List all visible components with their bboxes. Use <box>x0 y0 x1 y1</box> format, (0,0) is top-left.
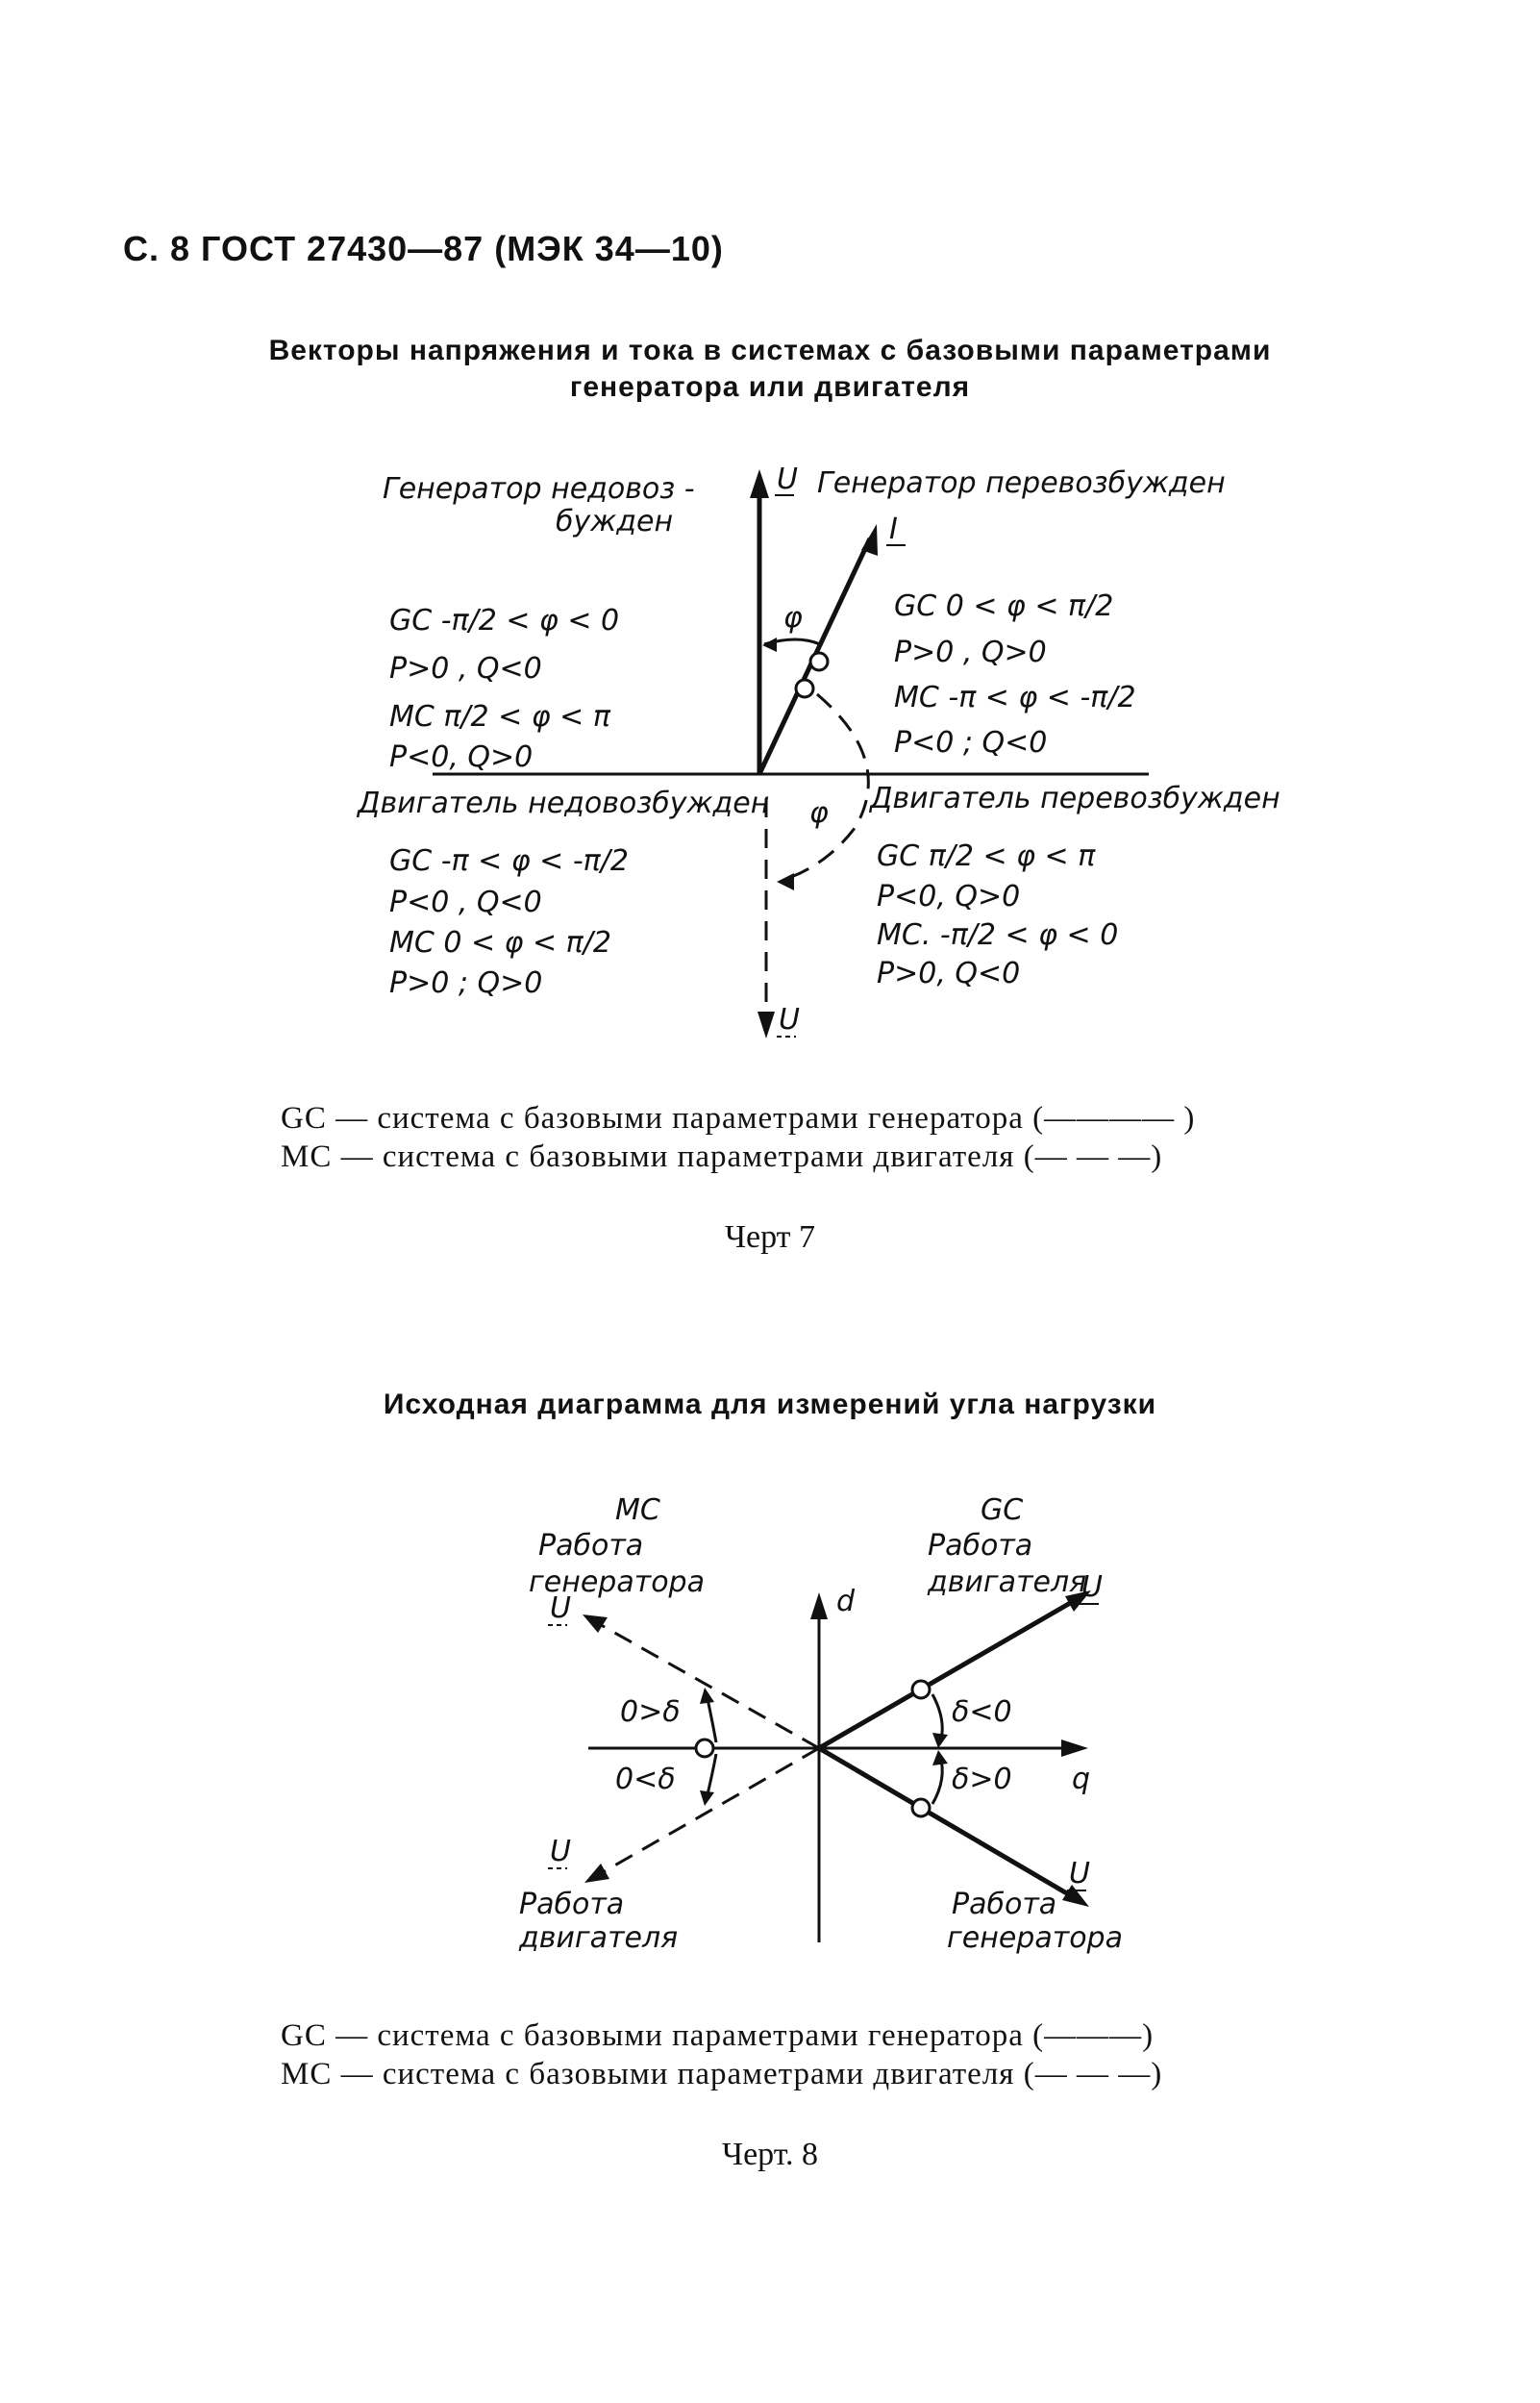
fig7-q1-line-1: GC 0 < φ < π/2 <box>894 589 1113 623</box>
fig8-label-bl-work-2: двигателя <box>518 1921 678 1955</box>
fig7-q2-line-2: P>0 , Q<0 <box>389 652 542 686</box>
fig8-label-br-work-1: Работа <box>952 1888 1056 1921</box>
fig8-label-br-work-2: генератора <box>947 1921 1123 1955</box>
fig8-label-gc-work-1: Работа <box>928 1529 1032 1563</box>
fig7-q3-title: Двигатель недовозбужден <box>356 787 769 820</box>
fig8-mc-u-upper-arrowhead <box>583 1615 608 1633</box>
fig7-label-current-i: I <box>889 513 898 546</box>
fig7-title-line2: генератора или двигателя <box>569 371 971 403</box>
fig7-q2-title-1: Генератор недовоз - <box>383 472 695 506</box>
fig8-mc-u-lower-arrowhead <box>584 1864 609 1883</box>
fig7-u-down-arrowhead <box>758 1012 775 1039</box>
fig7-q2-line-4: P<0, Q>0 <box>389 740 533 774</box>
fig7-q4-line-3: MC. -π/2 < φ < 0 <box>877 918 1118 952</box>
fig8-label-left-lower: 0<δ <box>615 1763 676 1796</box>
fig8-legend-mc: MC — система с базовыми параметрами двиг… <box>281 2057 1163 2091</box>
fig7-q1-line-4: P<0 ; Q<0 <box>894 726 1047 760</box>
fig7-title: Векторы напряжения и тока в системах с б… <box>0 333 1540 406</box>
fig7-q4-line-1: GC π/2 < φ < π <box>877 839 1096 873</box>
fig7-q1-line-2: P>0 , Q>0 <box>894 636 1047 669</box>
fig8-label-mc-work-2: генератора <box>529 1565 705 1599</box>
fig8-label-u-upper-right: U <box>1081 1570 1103 1604</box>
fig8-load-angle-diagram: d q U U U U δ<0 δ>0 0>δ 0<δ MC Работа ге… <box>518 1493 1123 1955</box>
fig7-q2-title-2: бужден <box>556 505 673 538</box>
fig7-q3-line-4: P>0 ; Q>0 <box>389 966 542 1000</box>
fig7-q3-line-3: MC 0 < φ < π/2 <box>389 926 611 960</box>
fig7-q3-line-2: P<0 , Q<0 <box>389 886 542 919</box>
fig8-mc-u-upper <box>595 1620 820 1750</box>
fig7-u-up-arrowhead <box>750 469 769 498</box>
fig8-gc-u-lower <box>817 1745 1079 1902</box>
page-header: С. 8 ГОСТ 27430—87 (МЭК 34—10) <box>123 229 724 268</box>
fig7-legend-gc: GC — система с базовыми параметрами гене… <box>281 1101 1196 1136</box>
fig8-label-mc-top: MC <box>615 1493 660 1527</box>
fig8-title: Исходная диаграмма для измерений угла на… <box>383 1389 1157 1420</box>
fig7-label-phi-top: φ <box>783 601 803 635</box>
fig8-marker-upper-right <box>910 1679 931 1700</box>
fig8-gc-u-upper <box>817 1595 1080 1751</box>
fig8-legend-gc: GC — система с базовыми параметрами гене… <box>281 2018 1155 2053</box>
fig8-label-mc-work-1: Работа <box>538 1529 643 1563</box>
fig8-label-q: q <box>1072 1763 1090 1796</box>
fig8-gc-u-upper-arrowhead <box>1065 1590 1091 1612</box>
fig8-caption: Черт. 8 <box>721 2137 819 2172</box>
fig8-label-u-upper-left: U <box>550 1591 571 1625</box>
fig7-marker-circle-1 <box>808 651 830 672</box>
fig8-marker-left <box>694 1738 715 1759</box>
fig7-vector-diagram: U U I φ φ Генератор недовоз - бужден Ген… <box>356 463 1280 1039</box>
fig7-label-u-bottom: U <box>779 1003 800 1037</box>
fig7-q1-line-3: MC -π < φ < -π/2 <box>894 681 1136 714</box>
fig7-dashed-angle-arc <box>782 692 870 882</box>
fig7-marker-circle-2 <box>794 678 815 699</box>
fig7-caption: Черт 7 <box>724 1219 816 1255</box>
fig8-label-delta-pos: δ>0 <box>952 1763 1012 1796</box>
fig8-left-arc-lower <box>705 1753 718 1799</box>
fig7-phi-arc-arrowhead <box>762 638 777 652</box>
fig7-current-arrowhead <box>861 524 878 556</box>
fig7-q2-line-3: MC π/2 < φ < π <box>389 700 611 734</box>
fig8-marker-lower-right <box>910 1797 931 1818</box>
fig7-q1-title: Генератор перевозбужден <box>817 466 1226 500</box>
fig7-legend: GC — система с базовыми параметрами гене… <box>281 1099 1195 1176</box>
fig7-label-phi-bottom: φ <box>809 796 829 830</box>
fig8-q-arrowhead <box>1061 1740 1088 1757</box>
fig7-label-u-top: U <box>777 463 798 496</box>
fig8-label-u-lower-right: U <box>1069 1857 1090 1890</box>
fig8-label-gc-work-2: двигателя <box>927 1565 1086 1599</box>
fig7-q3-line-1: GC -π < φ < -π/2 <box>389 844 629 878</box>
fig7-q4-line-2: P<0, Q>0 <box>877 880 1020 914</box>
fig8-d-arrowhead <box>810 1592 828 1619</box>
fig7-q4-line-4: P>0, Q<0 <box>877 957 1020 990</box>
fig7-q2-line-1: GC -π/2 < φ < 0 <box>389 604 619 638</box>
fig8-legend: GC — система с базовыми параметрами гене… <box>281 2016 1162 2093</box>
fig8-label-delta-neg: δ<0 <box>952 1695 1012 1729</box>
fig7-dashed-arc-arrowhead <box>777 873 794 890</box>
fig8-mc-u-lower <box>597 1746 820 1877</box>
fig8-label-bl-work-1: Работа <box>519 1888 624 1921</box>
fig8-label-gc-top: GC <box>981 1493 1023 1527</box>
fig8-label-u-lower-left: U <box>550 1835 571 1868</box>
fig7-title-line1: Векторы напряжения и тока в системах с б… <box>268 335 1272 366</box>
fig7-q4-title: Двигатель перевозбужден <box>868 782 1280 815</box>
fig8-label-d: d <box>836 1585 856 1618</box>
fig8-label-left-upper: 0>δ <box>620 1695 681 1729</box>
fig7-legend-mc: MC — система с базовыми параметрами двиг… <box>281 1139 1163 1174</box>
